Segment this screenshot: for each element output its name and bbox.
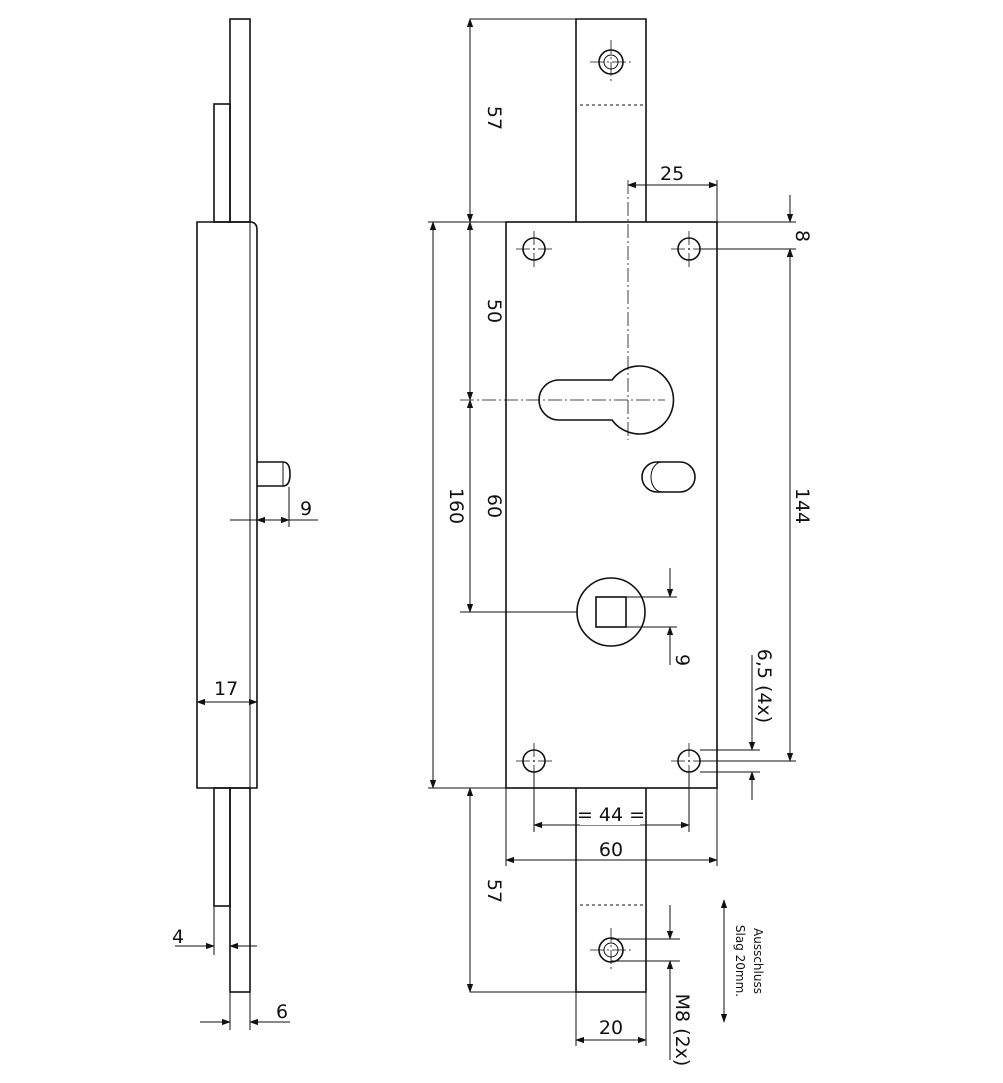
front-view: 57 50 60 160 57 25 8 144 [428,18,813,1067]
mounting-hole-top-left [516,231,552,267]
spindle-distance-dimension: 60 [483,494,505,518]
side-top-rod-inner [213,103,231,223]
side-view: 9 17 4 6 [172,18,318,1030]
side-bottom-rod-outer [229,787,251,993]
side-rod-offset-dimension: 4 [172,926,184,948]
side-bolt [257,461,291,487]
hole-spacing-horizontal-dimension: = 44 = [577,804,645,826]
total-height-dimension: 160 [445,488,467,524]
annotation-line-2: Slag 20mm. [733,925,747,997]
side-top-rod-outer [229,18,251,223]
cylinder-distance-dimension: 50 [483,299,505,323]
top-extension-dimension: 57 [483,106,505,130]
thread-dimension: M8 (2x) [671,994,693,1067]
plate-width-dimension: 60 [599,839,623,861]
front-plate [505,221,718,789]
side-width-dimension: 17 [214,678,238,700]
rod-width-dimension: 20 [599,1017,623,1039]
front-top-rod [575,18,647,222]
spindle-follower [460,577,646,647]
hole-offset-dimension: 8 [791,230,813,242]
side-body [196,221,258,789]
side-bottom-rod-inner [213,787,231,907]
cylinder-keyhole [538,365,675,435]
cylinder-offset-dimension: 25 [660,163,684,185]
small-slot [641,461,696,493]
bottom-extension-dimension: 57 [483,879,505,903]
spindle-square-dimension: 9 [671,654,693,666]
side-rod-thickness-dimension: 6 [276,1001,288,1023]
annotation-line-1: Ausschluss [751,928,765,994]
hole-spacing-vertical-dimension: 144 [791,488,813,524]
hole-diameter-dimension: 6,5 (4x) [753,649,775,723]
front-bottom-rod [575,788,647,993]
side-bolt-dimension: 9 [300,498,312,520]
spindle-square [595,596,627,628]
